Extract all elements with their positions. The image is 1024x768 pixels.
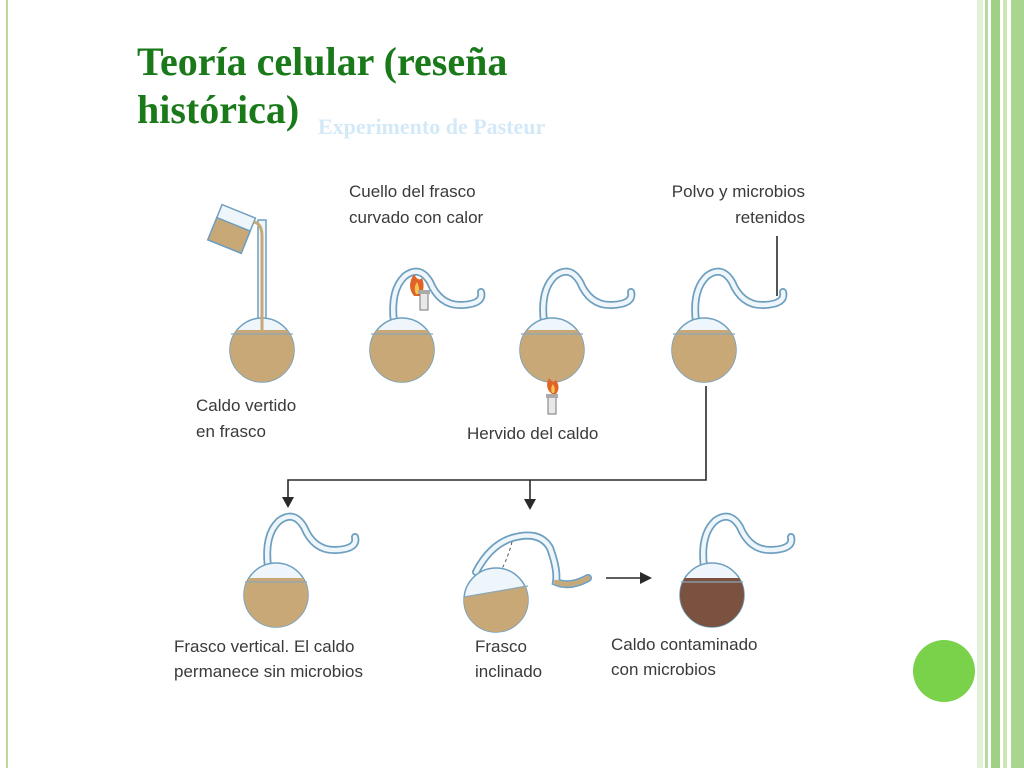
flask-3-broth — [520, 330, 584, 382]
flask-2-broth — [370, 330, 434, 382]
label-step6-line2: inclinado — [475, 662, 542, 681]
burner-icon — [418, 290, 430, 311]
label-step2-line2: curvado con calor — [349, 208, 484, 227]
label-step1-line1: Caldo vertido — [196, 396, 296, 415]
page-title: Teoría celular (reseña histórica) — [137, 39, 508, 132]
slide-right-stripe-1 — [977, 0, 983, 768]
flow-connector — [282, 386, 707, 510]
flask-3-boiling — [519, 267, 636, 415]
flask-7-broth — [680, 578, 744, 627]
flask-5-upright — [243, 512, 360, 628]
flask-1-pouring — [206, 203, 295, 383]
label-step4-line1: Polvo y microbios — [672, 182, 805, 201]
slide-right-stripe-3 — [991, 0, 1000, 768]
decorative-green-circle — [913, 640, 975, 702]
arrow-right-icon — [640, 572, 652, 584]
flask-6-tilted — [463, 531, 592, 633]
label-step5-line1: Frasco vertical. El caldo — [174, 637, 354, 656]
flask-4-broth — [672, 330, 736, 382]
slide-left-border — [6, 0, 8, 768]
label-step7-line2: con microbios — [611, 660, 716, 679]
broth-stream — [253, 220, 264, 330]
label-step1-line2: en frasco — [196, 422, 266, 441]
slide-right-stripe-4 — [1003, 0, 1007, 768]
burner-icon — [546, 394, 558, 415]
arrow-down-icon — [524, 499, 536, 510]
flask-4-dust-retained — [671, 236, 788, 383]
flask-7-contaminated — [679, 512, 796, 628]
flask-6-neck-broth — [553, 575, 591, 587]
label-step2-line1: Cuello del frasco — [349, 182, 476, 201]
flask-1-broth — [230, 330, 294, 382]
flask-2-neck-heated — [369, 267, 486, 383]
label-step6-line1: Frasco — [475, 637, 527, 656]
flask-5-broth — [244, 578, 308, 627]
slide-right-stripe-5 — [1011, 0, 1024, 768]
label-step4-line2: retenidos — [735, 208, 805, 227]
arrow-down-icon — [282, 497, 294, 508]
label-step7-line1: Caldo contaminado — [611, 635, 757, 654]
page-subtitle: Experimento de Pasteur — [318, 114, 546, 139]
label-step3: Hervido del caldo — [467, 424, 598, 443]
flame-icon — [547, 378, 559, 394]
label-step5-line2: permanece sin microbios — [174, 662, 363, 681]
slide-right-stripe-2 — [985, 0, 988, 768]
arrow-right — [606, 572, 652, 584]
beaker-icon — [206, 203, 257, 255]
